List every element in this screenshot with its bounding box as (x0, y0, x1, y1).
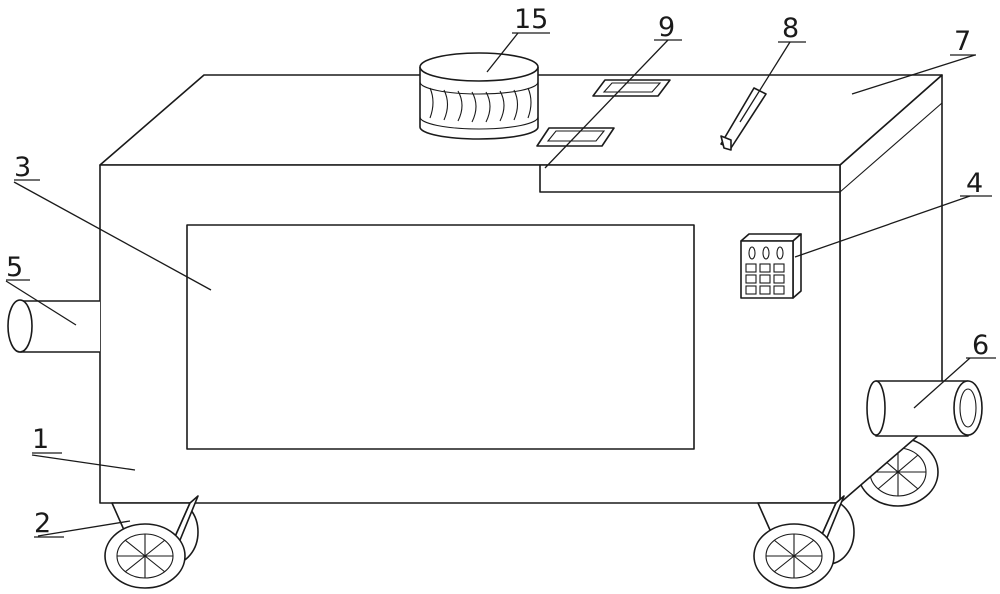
leader-7 (851, 54, 976, 95)
top-hatch-rear (592, 79, 671, 97)
viewing-window (186, 224, 695, 450)
label-8: 8 (782, 13, 799, 44)
label-4: 4 (966, 168, 983, 199)
caster-front-left (104, 495, 199, 589)
label-15: 15 (514, 4, 548, 35)
part-labels: 1 2 3 4 5 6 7 8 9 15 (6, 4, 989, 539)
lid-side-edge (839, 102, 943, 193)
leader-8 (739, 41, 791, 123)
label-1: 1 (32, 424, 49, 455)
leader-lines (5, 32, 996, 538)
label-5: 5 (6, 252, 23, 283)
label-3: 3 (14, 152, 31, 183)
caster-front-right (753, 495, 845, 589)
lid-front-edge (539, 164, 841, 193)
top-fan-unit (419, 52, 539, 140)
leader-2 (37, 520, 131, 537)
label-9: 9 (658, 12, 675, 43)
leader-1 (31, 454, 136, 471)
label-2: 2 (34, 508, 51, 539)
leader-9 (544, 39, 669, 169)
control-panel (740, 233, 802, 299)
outlet-pipe (866, 380, 983, 437)
leader-5 (5, 280, 77, 326)
leader-4 (794, 195, 971, 258)
leader-6 (913, 357, 971, 409)
label-6: 6 (972, 330, 989, 361)
leader-15 (486, 32, 519, 73)
lid-handle (720, 87, 767, 151)
inlet-pipe (7, 299, 100, 353)
leader-3 (13, 181, 212, 291)
label-7: 7 (954, 26, 971, 57)
